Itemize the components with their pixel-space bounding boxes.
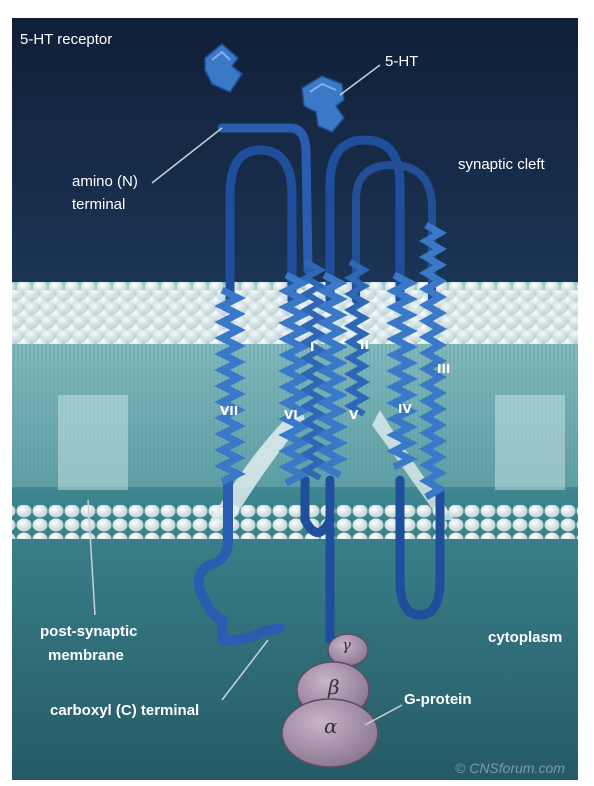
synaptic-cleft-label: synaptic cleft	[458, 155, 545, 175]
g-protein-label: G-protein	[404, 690, 472, 710]
membrane-label-line1: post-synaptic	[40, 622, 138, 642]
membrane-label-line2: membrane	[48, 646, 124, 666]
watermark: © CNSforum.com	[455, 760, 565, 776]
amino-terminal-label-line2: terminal	[72, 195, 125, 215]
ligand-label: 5-HT	[385, 52, 418, 72]
helix-label-1: I	[310, 340, 314, 354]
alpha-label: α	[324, 714, 338, 738]
helix-label-3: III	[437, 362, 450, 376]
helix-label-6: VI	[284, 408, 298, 422]
amino-terminal-label-line1: amino (N)	[72, 172, 138, 192]
gamma-label: γ	[342, 636, 351, 654]
beta-label: β	[328, 675, 340, 699]
helix-label-5: V	[349, 408, 358, 422]
helix-label-4: IV	[398, 402, 412, 416]
helix-label-7: VII	[220, 404, 238, 418]
cytoplasm-label: cytoplasm	[488, 628, 562, 648]
carboxyl-terminal-label: carboxyl (C) terminal	[50, 701, 199, 721]
receptor-label: 5-HT receptor	[20, 30, 112, 50]
helix-label-2: II	[360, 338, 369, 352]
